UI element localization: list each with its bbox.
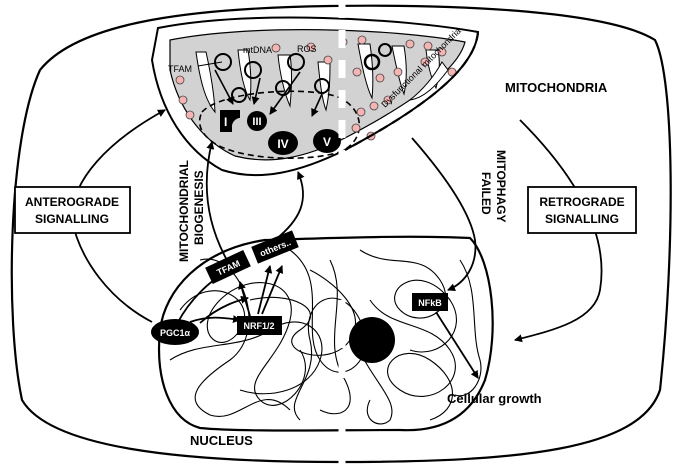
nfkb-growth-arrow xyxy=(435,311,479,379)
anterograde-box xyxy=(14,186,131,234)
complex-v-label: V xyxy=(323,135,331,149)
complex-iii-shape xyxy=(247,111,267,131)
retrograde-label-2: SIGNALLING xyxy=(545,212,619,226)
complex-iv-shape xyxy=(268,131,298,155)
others-box xyxy=(251,230,299,264)
pgc1a-box xyxy=(151,319,199,345)
anterograde-label-1: ANTEROGRADE xyxy=(25,195,119,209)
complex-iii-label: III xyxy=(252,116,261,128)
anterograde-label-2: SIGNALLING xyxy=(35,212,109,226)
biogenesis-arrow xyxy=(205,141,229,263)
nrf-box-label: NRF1/2 xyxy=(243,321,274,331)
dysfunctional-edge xyxy=(344,31,480,151)
mito-internal-arrows xyxy=(214,69,323,117)
pgc-nrf-arrow xyxy=(189,315,241,324)
complex-v-shape xyxy=(313,129,341,153)
complex-i-label: I xyxy=(224,115,227,129)
tfam-mito-label: TFAM xyxy=(168,64,192,74)
tfam-pointer xyxy=(197,61,223,67)
nfkb-box xyxy=(412,293,448,311)
tfam-box xyxy=(205,249,251,285)
nucleus-label: NUCLEUS xyxy=(190,433,253,448)
mitochondrial-biogenesis-label-2: BIOGENESIS xyxy=(192,170,206,245)
cellular-growth-label: Cellular growth xyxy=(447,391,542,406)
nrf-others-arrow-b xyxy=(261,265,283,315)
ros-label: ROS xyxy=(297,44,317,54)
complex-iv-label: IV xyxy=(277,137,288,151)
mtdna-label: mtDNA xyxy=(243,45,272,55)
etc-complexes: I III IV V xyxy=(220,110,341,155)
mitophagy-label: MITOPHAGY xyxy=(494,150,508,222)
nfkb-box-label: NFkB xyxy=(418,298,442,308)
nrf-others-arrow-a xyxy=(257,265,273,315)
mitophagy-failed-label: FAILED xyxy=(479,172,493,215)
nrf-box xyxy=(237,316,282,335)
mitochondria-label: MITOCHONDRIA xyxy=(505,80,608,95)
signalling-arrows xyxy=(71,109,603,379)
mitophagy-arrow xyxy=(411,137,477,292)
mitochondrial-biogenesis-label-1: MITOCHONDRIAL xyxy=(177,160,191,262)
retrograde-label-1: RETROGRADE xyxy=(539,195,624,209)
nucleolus xyxy=(349,317,395,363)
complex-i-shape xyxy=(220,110,240,132)
nrf-tfam-arrow xyxy=(238,281,251,317)
others-arrow xyxy=(274,171,305,241)
pgc1a-box-label: PGC1α xyxy=(160,328,191,338)
retrograde-box xyxy=(527,186,637,234)
retrograde-arrow xyxy=(514,119,603,343)
